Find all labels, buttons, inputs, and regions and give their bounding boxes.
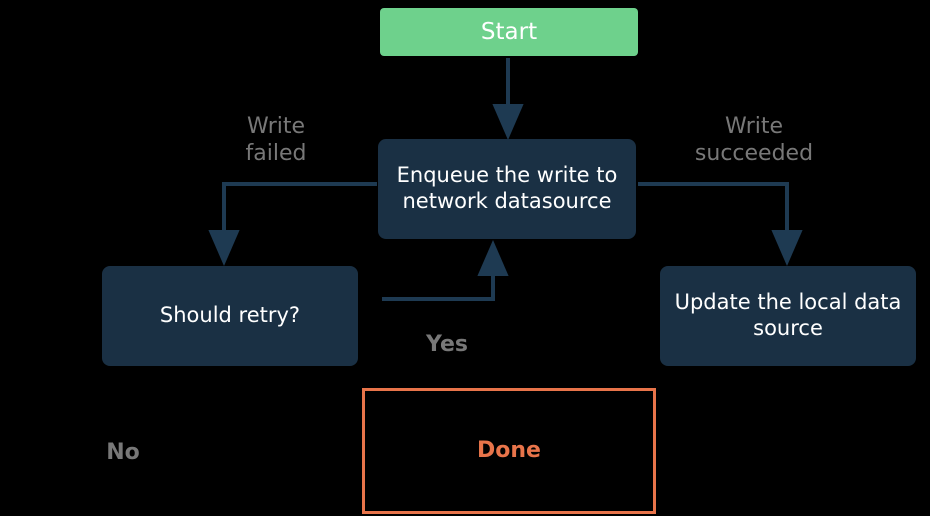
edge-label-yes: Yes xyxy=(426,332,468,357)
node-start[interactable]: Start xyxy=(380,8,638,56)
node-should-retry[interactable]: Should retry? xyxy=(102,266,358,366)
node-update-local-data-source[interactable]: Update the local data source xyxy=(660,266,916,366)
edge-enqueue-to-update xyxy=(638,182,803,266)
node-enqueue-write[interactable]: Enqueue the write to network datasource xyxy=(378,139,636,239)
node-done[interactable]: Done xyxy=(362,388,656,514)
edge-label-no: No xyxy=(106,440,140,465)
edge-label-write-succeeded: Write succeeded xyxy=(694,114,814,166)
edge-retry-to-enqueue xyxy=(382,240,509,301)
edge-enqueue-to-retry xyxy=(208,182,377,266)
edge-label-write-failed: Write failed xyxy=(245,114,307,166)
